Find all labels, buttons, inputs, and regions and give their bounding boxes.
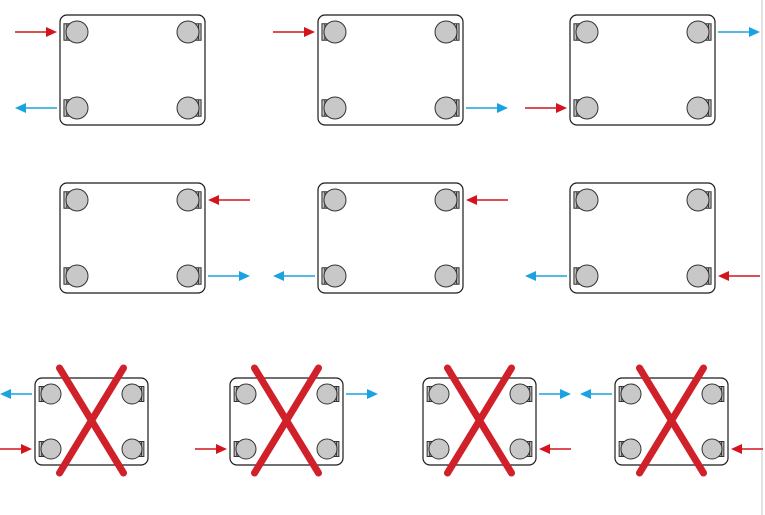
radiator-valve-icon — [233, 383, 257, 405]
radiator-panel — [422, 364, 571, 477]
radiator-valve-icon — [121, 438, 145, 460]
radiator-valve-icon — [176, 188, 202, 212]
radiator-valve-icon — [321, 264, 347, 288]
supply-arrow-icon — [539, 444, 571, 454]
invalid-cross-icon — [444, 364, 515, 477]
radiator-valve-icon — [434, 264, 460, 288]
return-arrow-icon — [580, 389, 612, 399]
return-arrow-icon — [15, 103, 57, 113]
radiator-panel — [580, 364, 763, 477]
supply-arrow-icon — [718, 271, 760, 281]
return-arrow-icon — [0, 389, 32, 399]
radiator-panel — [195, 364, 378, 477]
return-arrow-icon — [466, 103, 508, 113]
radiator-valve-icon — [573, 96, 599, 120]
supply-arrow-icon — [15, 27, 57, 37]
radiator-valve-icon — [63, 264, 89, 288]
return-arrow-icon — [539, 389, 571, 399]
return-arrow-icon — [346, 389, 378, 399]
radiator-valve-icon — [686, 264, 712, 288]
radiator-panel — [273, 14, 508, 126]
supply-arrow-icon — [273, 27, 315, 37]
radiator-valve-icon — [701, 383, 725, 405]
radiator-valve-icon — [321, 188, 347, 212]
radiator-panel — [15, 14, 206, 126]
radiator-valve-icon — [573, 188, 599, 212]
radiator-panel — [525, 14, 760, 126]
radiator-valve-icon — [233, 438, 257, 460]
radiator-valve-icon — [434, 96, 460, 120]
radiator-valve-icon — [38, 383, 62, 405]
return-arrow-icon — [273, 271, 315, 281]
radiator-valve-icon — [434, 188, 460, 212]
return-arrow-icon — [718, 27, 760, 37]
radiator-valve-icon — [509, 383, 533, 405]
return-arrow-icon — [208, 271, 250, 281]
invalid-cross-icon — [636, 364, 707, 477]
return-arrow-icon — [525, 271, 567, 281]
radiator-valve-icon — [321, 20, 347, 44]
radiator-valve-icon — [63, 188, 89, 212]
radiator-valve-icon — [176, 264, 202, 288]
radiator-valve-icon — [686, 20, 712, 44]
radiator-panel — [0, 364, 149, 477]
radiator-valve-icon — [618, 438, 642, 460]
radiator-valve-icon — [121, 383, 145, 405]
radiator-valve-icon — [701, 438, 725, 460]
radiator-valve-icon — [573, 20, 599, 44]
supply-arrow-icon — [195, 444, 227, 454]
radiator-valve-icon — [316, 438, 340, 460]
radiator-valve-icon — [63, 96, 89, 120]
radiator-valve-icon — [509, 438, 533, 460]
supply-arrow-icon — [731, 444, 763, 454]
radiator-valve-icon — [573, 264, 599, 288]
supply-arrow-icon — [525, 103, 567, 113]
radiator-valve-icon — [686, 96, 712, 120]
radiator-valve-icon — [686, 188, 712, 212]
radiator-valve-icon — [176, 20, 202, 44]
radiator-valve-icon — [316, 383, 340, 405]
supply-arrow-icon — [208, 195, 250, 205]
invalid-cross-icon — [251, 364, 322, 477]
radiator-valve-icon — [426, 438, 450, 460]
radiator-valve-icon — [38, 438, 62, 460]
supply-arrow-icon — [466, 195, 508, 205]
radiator-panel — [59, 182, 250, 294]
invalid-cross-icon — [56, 364, 127, 477]
radiator-valve-icon — [618, 383, 642, 405]
radiator-valve-icon — [434, 20, 460, 44]
radiator-valve-icon — [321, 96, 347, 120]
radiator-panel — [273, 182, 508, 294]
radiator-panel — [525, 182, 760, 294]
radiator-valve-icon — [63, 20, 89, 44]
radiator-valve-icon — [176, 96, 202, 120]
radiator-valve-icon — [426, 383, 450, 405]
supply-arrow-icon — [0, 444, 32, 454]
